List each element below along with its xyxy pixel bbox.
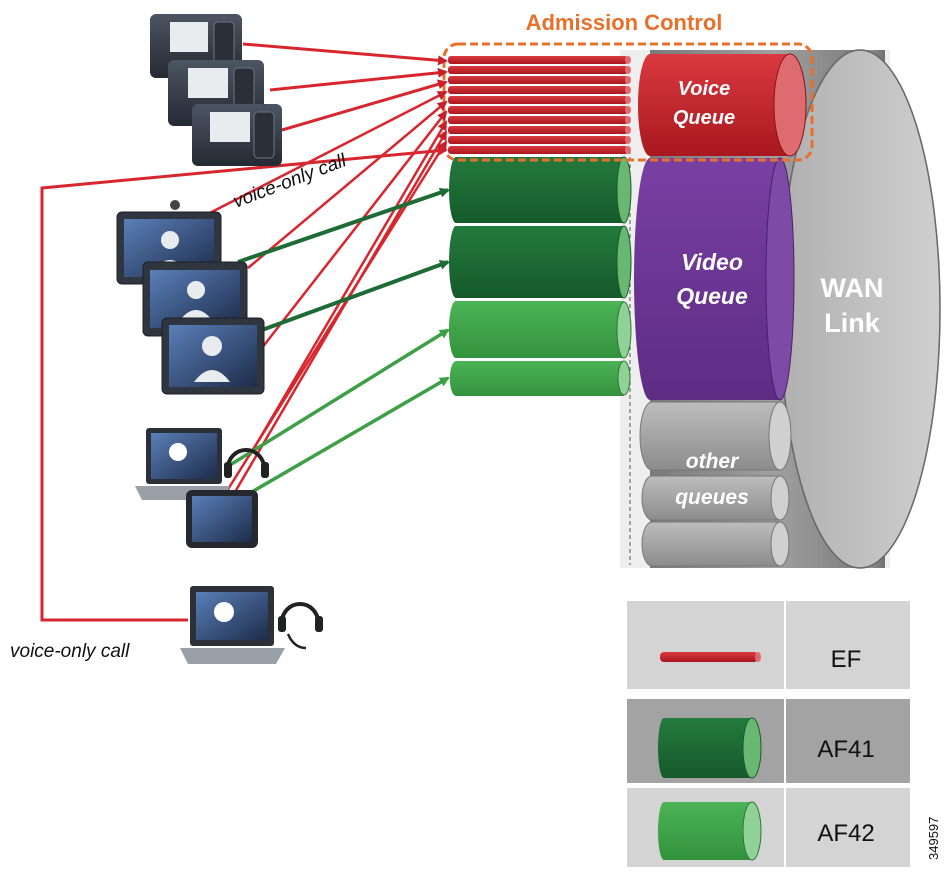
video-endpoint-icon <box>161 317 265 395</box>
flow-line-ef <box>281 79 448 132</box>
af42-video-cylinders <box>448 301 632 396</box>
other-queues-label-line2: queues <box>675 486 749 509</box>
wan-label-line1: WAN <box>821 273 884 303</box>
voice-only-call-label-bottom: voice-only call <box>10 641 130 662</box>
voice-only-laptop-icon <box>180 586 285 664</box>
figure-id: 349597 <box>926 817 941 860</box>
flow-line-af41 <box>237 187 450 264</box>
legend-label-ef: EF <box>831 646 862 673</box>
tablet-icon <box>186 490 258 548</box>
flow-line-ef <box>242 42 448 66</box>
ef-pipe-cap <box>625 136 631 144</box>
legend-ef-swatch <box>660 652 758 662</box>
flow-line-af41 <box>261 260 450 332</box>
af41-cylinder-cap <box>616 225 632 299</box>
flow-line-ef <box>199 90 448 220</box>
af42-cylinder <box>448 301 624 358</box>
video-label-line2: Queue <box>676 283 748 309</box>
af42-cylinder <box>449 361 624 396</box>
legend-af42-swatch <box>658 802 752 860</box>
ef-pipe-cap <box>625 146 631 154</box>
ef-pipe <box>448 86 628 94</box>
flow-line-af42 <box>229 328 450 467</box>
other-queues-label-line1: other <box>686 450 740 473</box>
legend-label-cell <box>785 788 910 867</box>
voice-label-line2: Queue <box>673 107 735 129</box>
voice-only-call-route <box>40 145 448 622</box>
other-queues-stack: other queues <box>639 401 792 567</box>
admission-control-title: Admission Control <box>526 10 723 35</box>
flow-line-ef <box>247 100 448 269</box>
ef-pipe-cap <box>625 56 631 64</box>
video-queue-cylinder: Video Queue <box>634 157 795 401</box>
ef-pipe-cap <box>625 96 631 104</box>
af42-cylinder-cap <box>616 301 632 359</box>
af41-cylinder <box>449 226 624 298</box>
ef-pipe <box>448 66 628 74</box>
voice-label-line1: Voice <box>678 78 731 100</box>
ef-pipe-cap <box>625 116 631 124</box>
flow-line-ef <box>248 120 448 456</box>
af41-video-cylinders <box>449 156 632 299</box>
ip-phone-icon <box>168 60 264 126</box>
wan-label-line2: Link <box>824 308 880 338</box>
video-label-line1: Video <box>681 249 743 275</box>
ef-pipe <box>448 136 628 144</box>
ef-pipe <box>448 76 628 84</box>
legend-label-af42: AF42 <box>817 820 874 847</box>
legend-table: EF AF41 AF42 <box>627 601 910 867</box>
flow-line-ef <box>269 67 448 92</box>
legend-swatch-cell <box>627 601 785 689</box>
legend-af41-swatch-cap <box>742 717 762 779</box>
af42-cylinder-cap <box>617 360 631 396</box>
ef-pipe <box>448 146 628 154</box>
headset-icon <box>278 602 323 650</box>
legend-label-af41: AF41 <box>817 736 874 763</box>
ef-pipe <box>448 96 628 104</box>
legend-af41-swatch <box>658 718 752 778</box>
legend-label-cell <box>785 699 910 783</box>
ef-pipe <box>448 106 628 114</box>
voice-queue-cylinder: Voice Queue <box>638 53 807 157</box>
legend-af42-swatch-cap <box>742 801 762 861</box>
headset-icon <box>224 448 269 478</box>
ef-pipe-cap <box>625 126 631 134</box>
ef-pipe <box>448 126 628 134</box>
flow-lines <box>40 42 450 622</box>
ef-pipe-cap <box>625 76 631 84</box>
legend-ef-swatch-cap <box>755 652 761 662</box>
ef-voice-pipes <box>448 56 631 154</box>
flow-line-af42 <box>237 376 450 502</box>
softphone-laptop-icon <box>135 428 230 500</box>
ef-pipe <box>448 56 628 64</box>
ef-pipe-cap <box>625 106 631 114</box>
ip-phone-icon <box>192 104 282 166</box>
ef-pipe-cap <box>625 86 631 94</box>
legend-label-cell <box>785 601 910 689</box>
ef-pipe-cap <box>625 66 631 74</box>
ef-pipe <box>448 116 628 124</box>
af41-cylinder <box>449 157 624 223</box>
af41-cylinder-cap <box>616 156 632 224</box>
